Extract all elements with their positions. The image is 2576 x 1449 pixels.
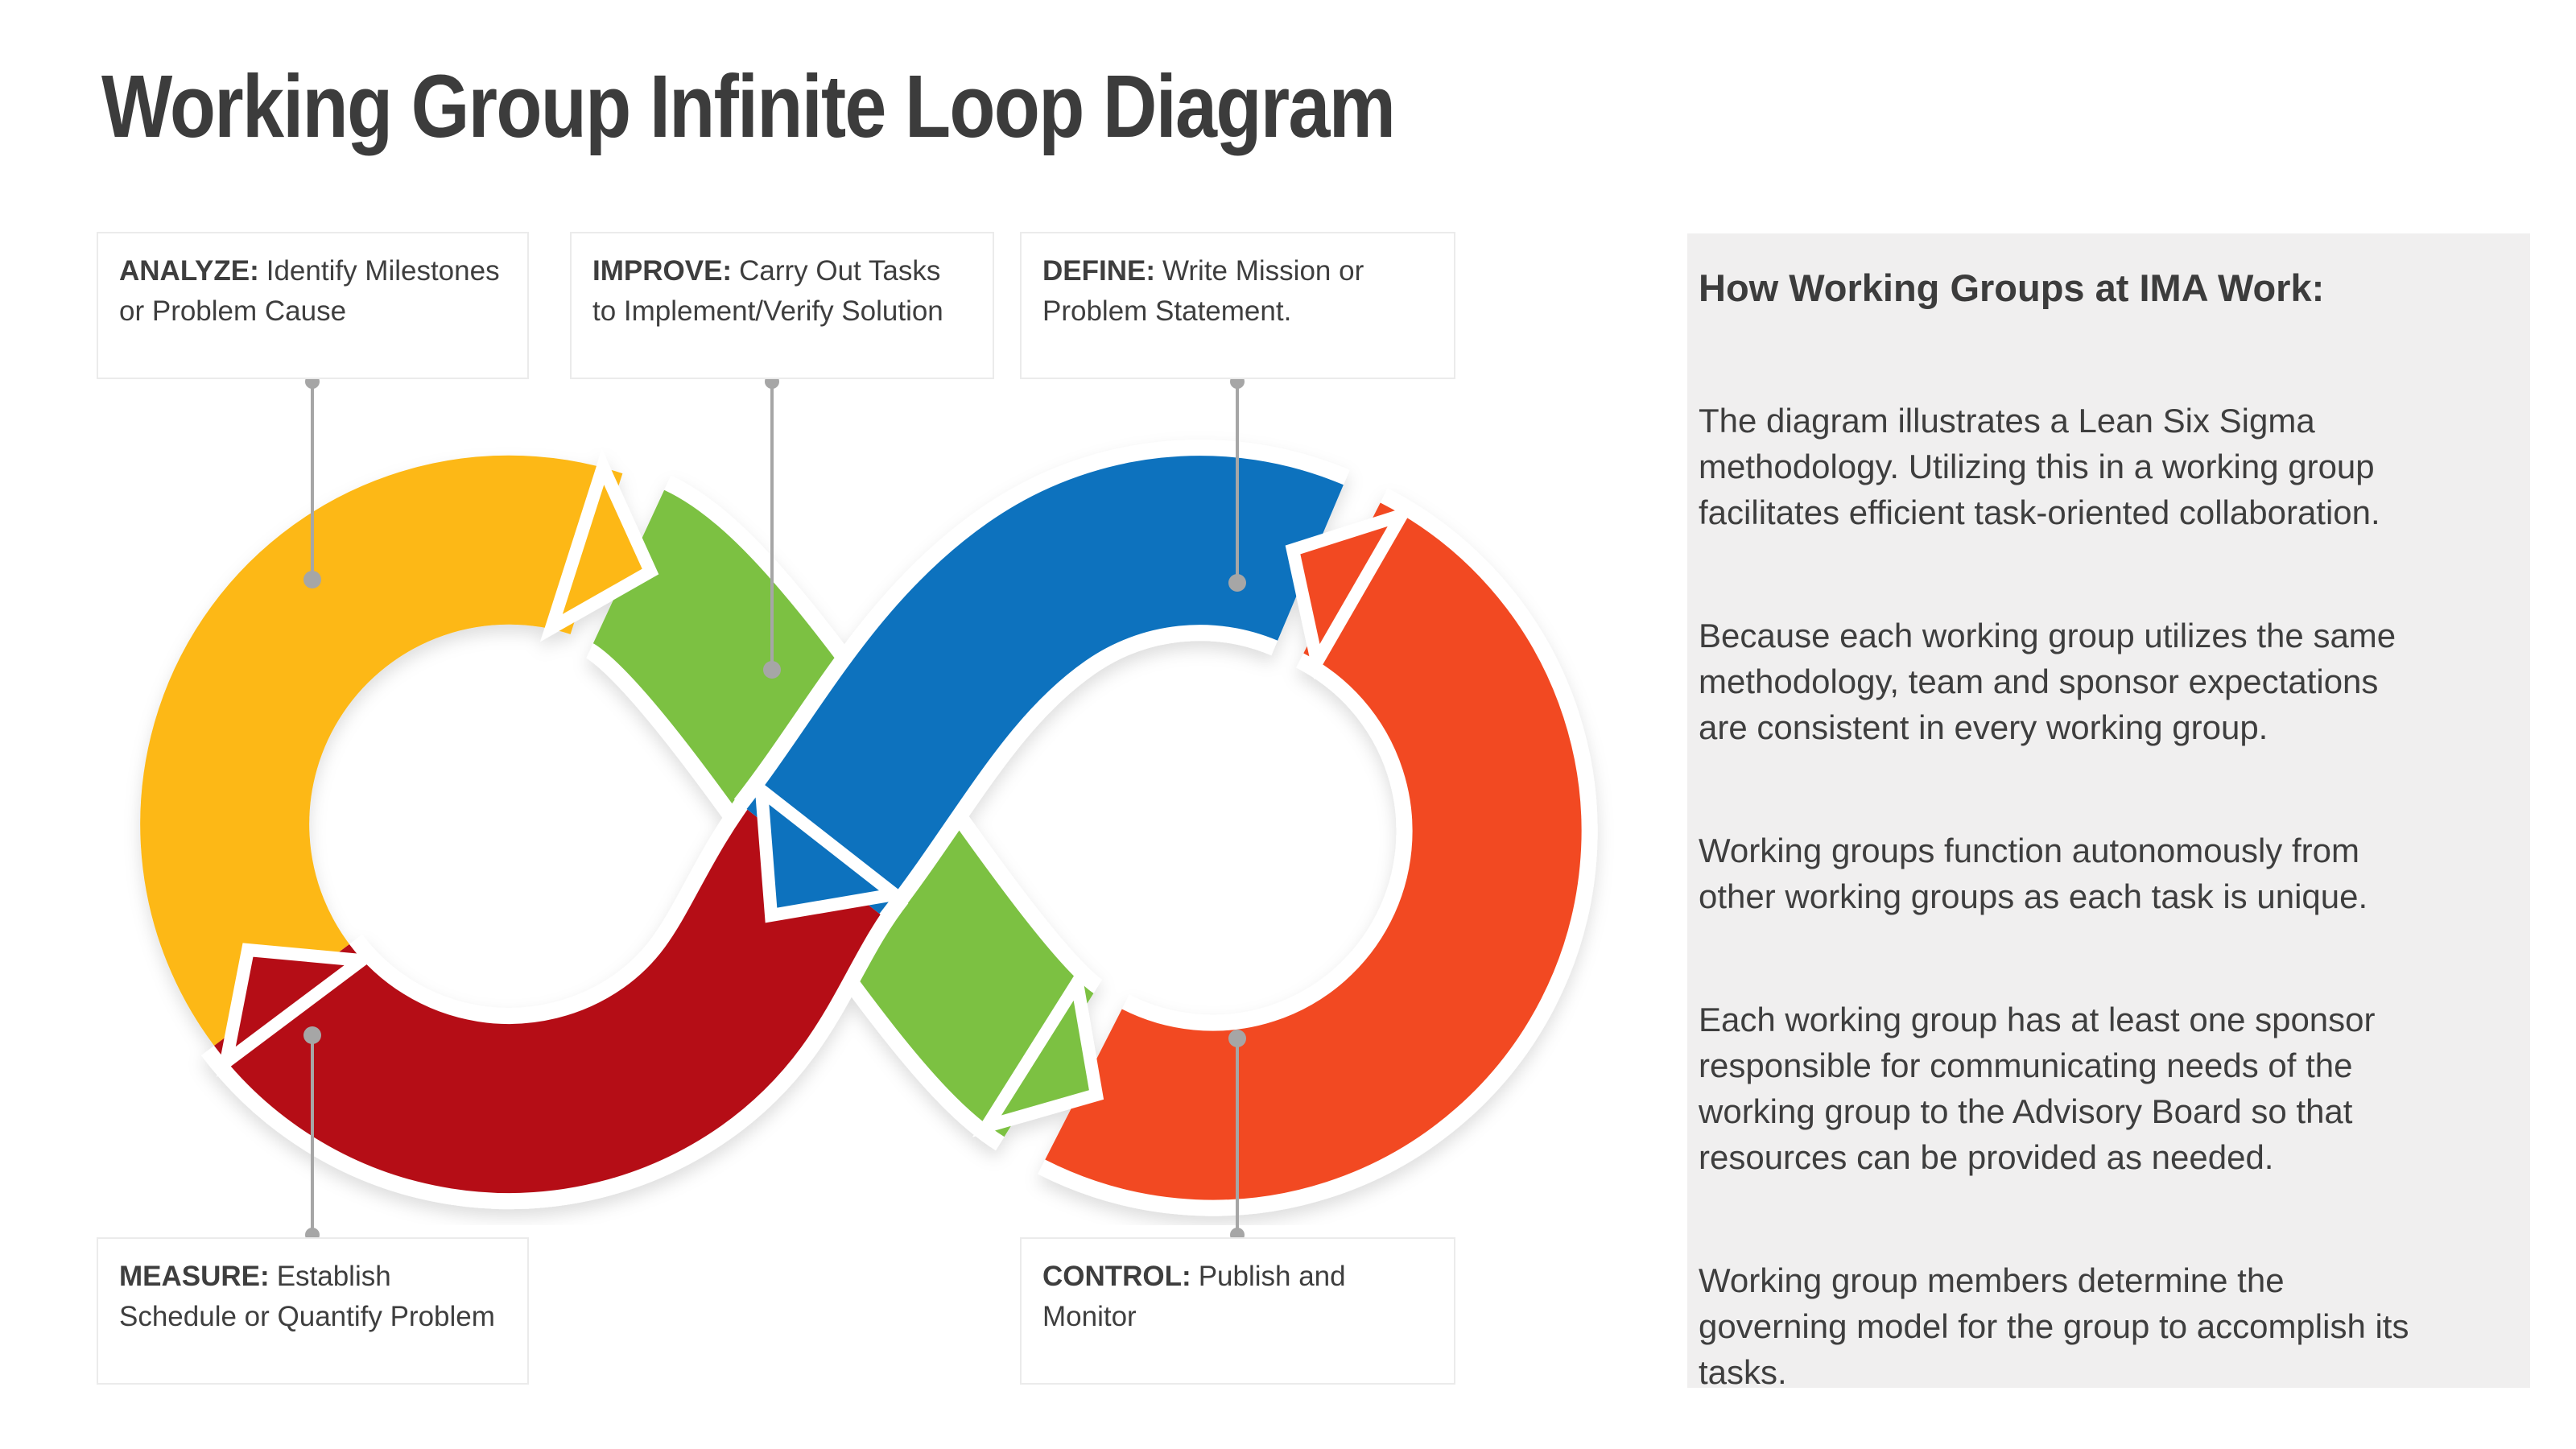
improve-arrowhead: [972, 965, 1104, 1137]
measure-shape-dot: [303, 1026, 321, 1044]
define-label-box: DEFINE:Write Mission or Problem Statemen…: [1020, 232, 1455, 379]
improve-label-text: Carry Out Tasks to Implement/Verify Solu…: [592, 255, 943, 327]
improve-label-box: IMPROVE:Carry Out Tasks to Implement/Ver…: [570, 232, 994, 379]
info-panel-heading: How Working Groups at IMA Work:: [1699, 266, 2325, 309]
info-paragraph-1: The diagram illustrates a Lean Six Sigma…: [1699, 402, 2380, 531]
analyze-label-text: Identify Milestones or Problem Cause: [119, 255, 500, 327]
analyze-segment: [140, 455, 623, 1062]
info-paragraph-4: Each working group has at least one spon…: [1699, 1001, 2376, 1176]
measure-label-box: MEASURE:Establish Schedule or Quantify P…: [97, 1237, 529, 1385]
control-shape-dot: [1228, 1030, 1246, 1047]
info-paragraph-2: Because each working group utilizes the …: [1699, 617, 2396, 746]
analyze-label-box: ANALYZE:Identify Milestones or Problem C…: [97, 232, 529, 379]
define-arrowhead: [753, 776, 910, 923]
define-label-prefix: DEFINE:: [1042, 255, 1155, 287]
analyze-label-prefix: ANALYZE:: [119, 255, 259, 287]
control-label-text: Publish and Monitor: [1042, 1261, 1346, 1332]
define-label-text: Write Mission or Problem Statement.: [1042, 255, 1364, 327]
measure-label-prefix: MEASURE:: [119, 1261, 270, 1292]
improve-shape-dot: [763, 661, 781, 679]
info-paragraph-3: Working groups function autonomously fro…: [1699, 832, 2368, 915]
define-segment: [746, 456, 1344, 914]
measure-arrowhead: [217, 943, 379, 1077]
measure-label-text: Establish Schedule or Quantify Problem: [119, 1261, 495, 1332]
define-shape-dot: [1228, 574, 1246, 592]
control-arrowhead: [1285, 504, 1416, 679]
info-panel: How Working Groups at IMA Work: The diag…: [1687, 233, 2530, 1391]
control-segment: [1045, 502, 1582, 1200]
analyze-shape-dot: [303, 571, 321, 588]
measure-segment: [214, 789, 897, 1194]
info-paragraph-5: Working group members determine the gove…: [1699, 1261, 2409, 1391]
loop-segments: [140, 440, 1598, 1216]
page-title: Working Group Infinite Loop Diagram: [101, 57, 1396, 156]
control-label-box: CONTROL:Publish and Monitor: [1020, 1237, 1455, 1385]
analyze-arrowhead: [540, 448, 659, 642]
improve-label-prefix: IMPROVE:: [592, 255, 733, 287]
control-label-prefix: CONTROL:: [1042, 1261, 1191, 1292]
